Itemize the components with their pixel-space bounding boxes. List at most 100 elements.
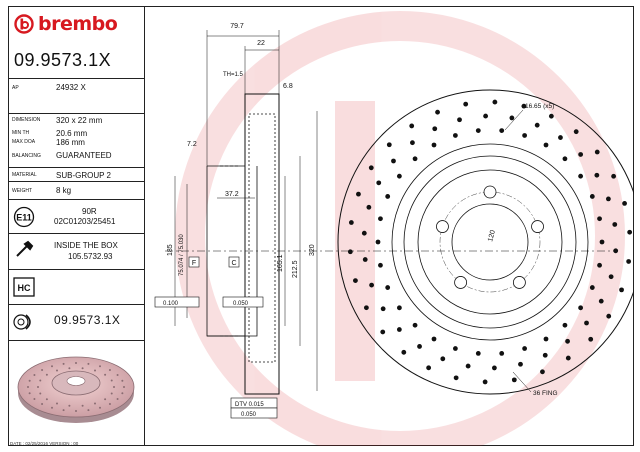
photo-hole xyxy=(51,365,53,368)
photo-hole xyxy=(108,369,111,372)
cross-hole xyxy=(499,128,505,134)
cross-hole xyxy=(589,194,595,199)
datum-f: F xyxy=(192,260,196,267)
approval-line1: 90R xyxy=(82,207,97,216)
datum-c-box xyxy=(228,256,240,268)
cross-section xyxy=(165,93,615,395)
spec-label: MATERIAL xyxy=(12,172,37,178)
cross-hole xyxy=(465,363,471,369)
bolt-hole xyxy=(454,276,468,289)
cross-hole xyxy=(611,173,617,179)
photo-hole xyxy=(75,410,77,412)
spec-row-material: MATERIAL SUB-GROUP 2 xyxy=(8,167,145,181)
holes-note: 36 FING xyxy=(533,390,558,397)
flatness-value: 0.050 xyxy=(241,412,257,418)
box-line2: 105.5732.93 xyxy=(68,252,113,261)
cross-hole xyxy=(385,285,391,290)
dim-d185: 185 xyxy=(167,244,174,256)
cross-hole xyxy=(353,278,358,283)
cross-hole xyxy=(435,109,440,115)
dimension-lines xyxy=(174,30,318,391)
cross-hole xyxy=(432,126,438,132)
brand-name: brembo xyxy=(38,13,118,35)
cross-hole xyxy=(542,352,548,358)
photo-hole xyxy=(110,379,113,382)
spec-label: BALANCING xyxy=(12,153,41,159)
cross-hole xyxy=(366,204,372,210)
cross-hole xyxy=(482,379,488,385)
cross-hole xyxy=(356,191,361,197)
tolerance-1: 0.100 xyxy=(163,301,179,307)
cross-hole xyxy=(378,262,383,268)
cross-hole xyxy=(534,122,540,128)
dim-offset: 6.8 xyxy=(283,83,293,90)
photo-hole xyxy=(41,402,44,405)
spec-value: SUB-GROUP 2 xyxy=(56,171,111,180)
photo-hole xyxy=(121,379,124,382)
cross-hole xyxy=(391,158,396,164)
cross-hole xyxy=(363,305,369,311)
photo-hole xyxy=(99,365,101,368)
cross-hole xyxy=(565,355,571,361)
cross-hole xyxy=(578,152,584,157)
cross-hole xyxy=(463,101,469,107)
photo-hole xyxy=(33,374,36,376)
dim-th: TH=1.5 xyxy=(223,72,244,78)
cross-hole xyxy=(612,222,618,227)
footer-date: DATE : 02/25/2016 VERSION : 00 xyxy=(10,441,79,446)
cross-hole xyxy=(368,165,374,171)
bolt-icon xyxy=(16,240,34,257)
cross-hole xyxy=(521,103,527,109)
photo-hole xyxy=(110,392,113,395)
cross-hole xyxy=(622,201,627,206)
photo-hole xyxy=(68,367,71,370)
cross-hole xyxy=(431,142,437,148)
photo-hole xyxy=(81,367,84,370)
coated-row: 09.9573.1X xyxy=(8,304,145,340)
photo-hole xyxy=(45,373,48,376)
spec-label: DIMENSION xyxy=(12,117,41,123)
photo-hole xyxy=(104,373,107,376)
cross-hole xyxy=(543,142,549,148)
photo-hole xyxy=(104,398,107,401)
cross-hole xyxy=(491,365,497,371)
photo-hole xyxy=(62,409,65,412)
coated-disc-icon xyxy=(13,314,31,330)
cross-hole xyxy=(362,257,368,262)
cross-drilled-holes xyxy=(347,99,633,385)
photo-hole xyxy=(87,409,90,412)
cross-hole xyxy=(499,350,505,356)
cross-hole xyxy=(361,230,367,236)
photo-hole xyxy=(99,406,101,409)
cross-hole xyxy=(509,115,515,121)
photo-hole xyxy=(27,386,29,388)
part-number: 09.9573.1X xyxy=(14,50,112,70)
photo-hole xyxy=(94,402,96,405)
coated-part-number: 09.9573.1X xyxy=(54,313,121,327)
cross-hole xyxy=(540,369,545,375)
cross-hole xyxy=(599,239,605,245)
cross-hole xyxy=(626,259,632,264)
bolt-hole xyxy=(512,276,526,289)
photo-hole xyxy=(87,362,90,365)
cross-hole xyxy=(597,216,602,222)
dtv-value: DTV 0.015 xyxy=(235,402,264,408)
cross-hole xyxy=(578,305,584,311)
photo-hole xyxy=(28,379,31,382)
photo-hole xyxy=(41,369,44,372)
spec-row-ap: AP 24932 X xyxy=(8,78,145,96)
approval-line2: 02C01203/25451 xyxy=(54,217,116,226)
cross-hole xyxy=(518,361,523,367)
cross-hole xyxy=(380,329,386,335)
dim-thickness: 22 xyxy=(257,40,265,47)
svg-text:HC: HC xyxy=(18,283,31,293)
cross-hole xyxy=(597,262,602,268)
cross-hole xyxy=(396,305,402,311)
photo-hole xyxy=(51,406,53,409)
photo-hole xyxy=(121,392,124,395)
svg-text:E11: E11 xyxy=(16,213,32,223)
photo-hole xyxy=(37,386,39,388)
photo-hole xyxy=(56,369,58,372)
cross-hole xyxy=(412,156,418,162)
photo-hole xyxy=(39,379,42,382)
